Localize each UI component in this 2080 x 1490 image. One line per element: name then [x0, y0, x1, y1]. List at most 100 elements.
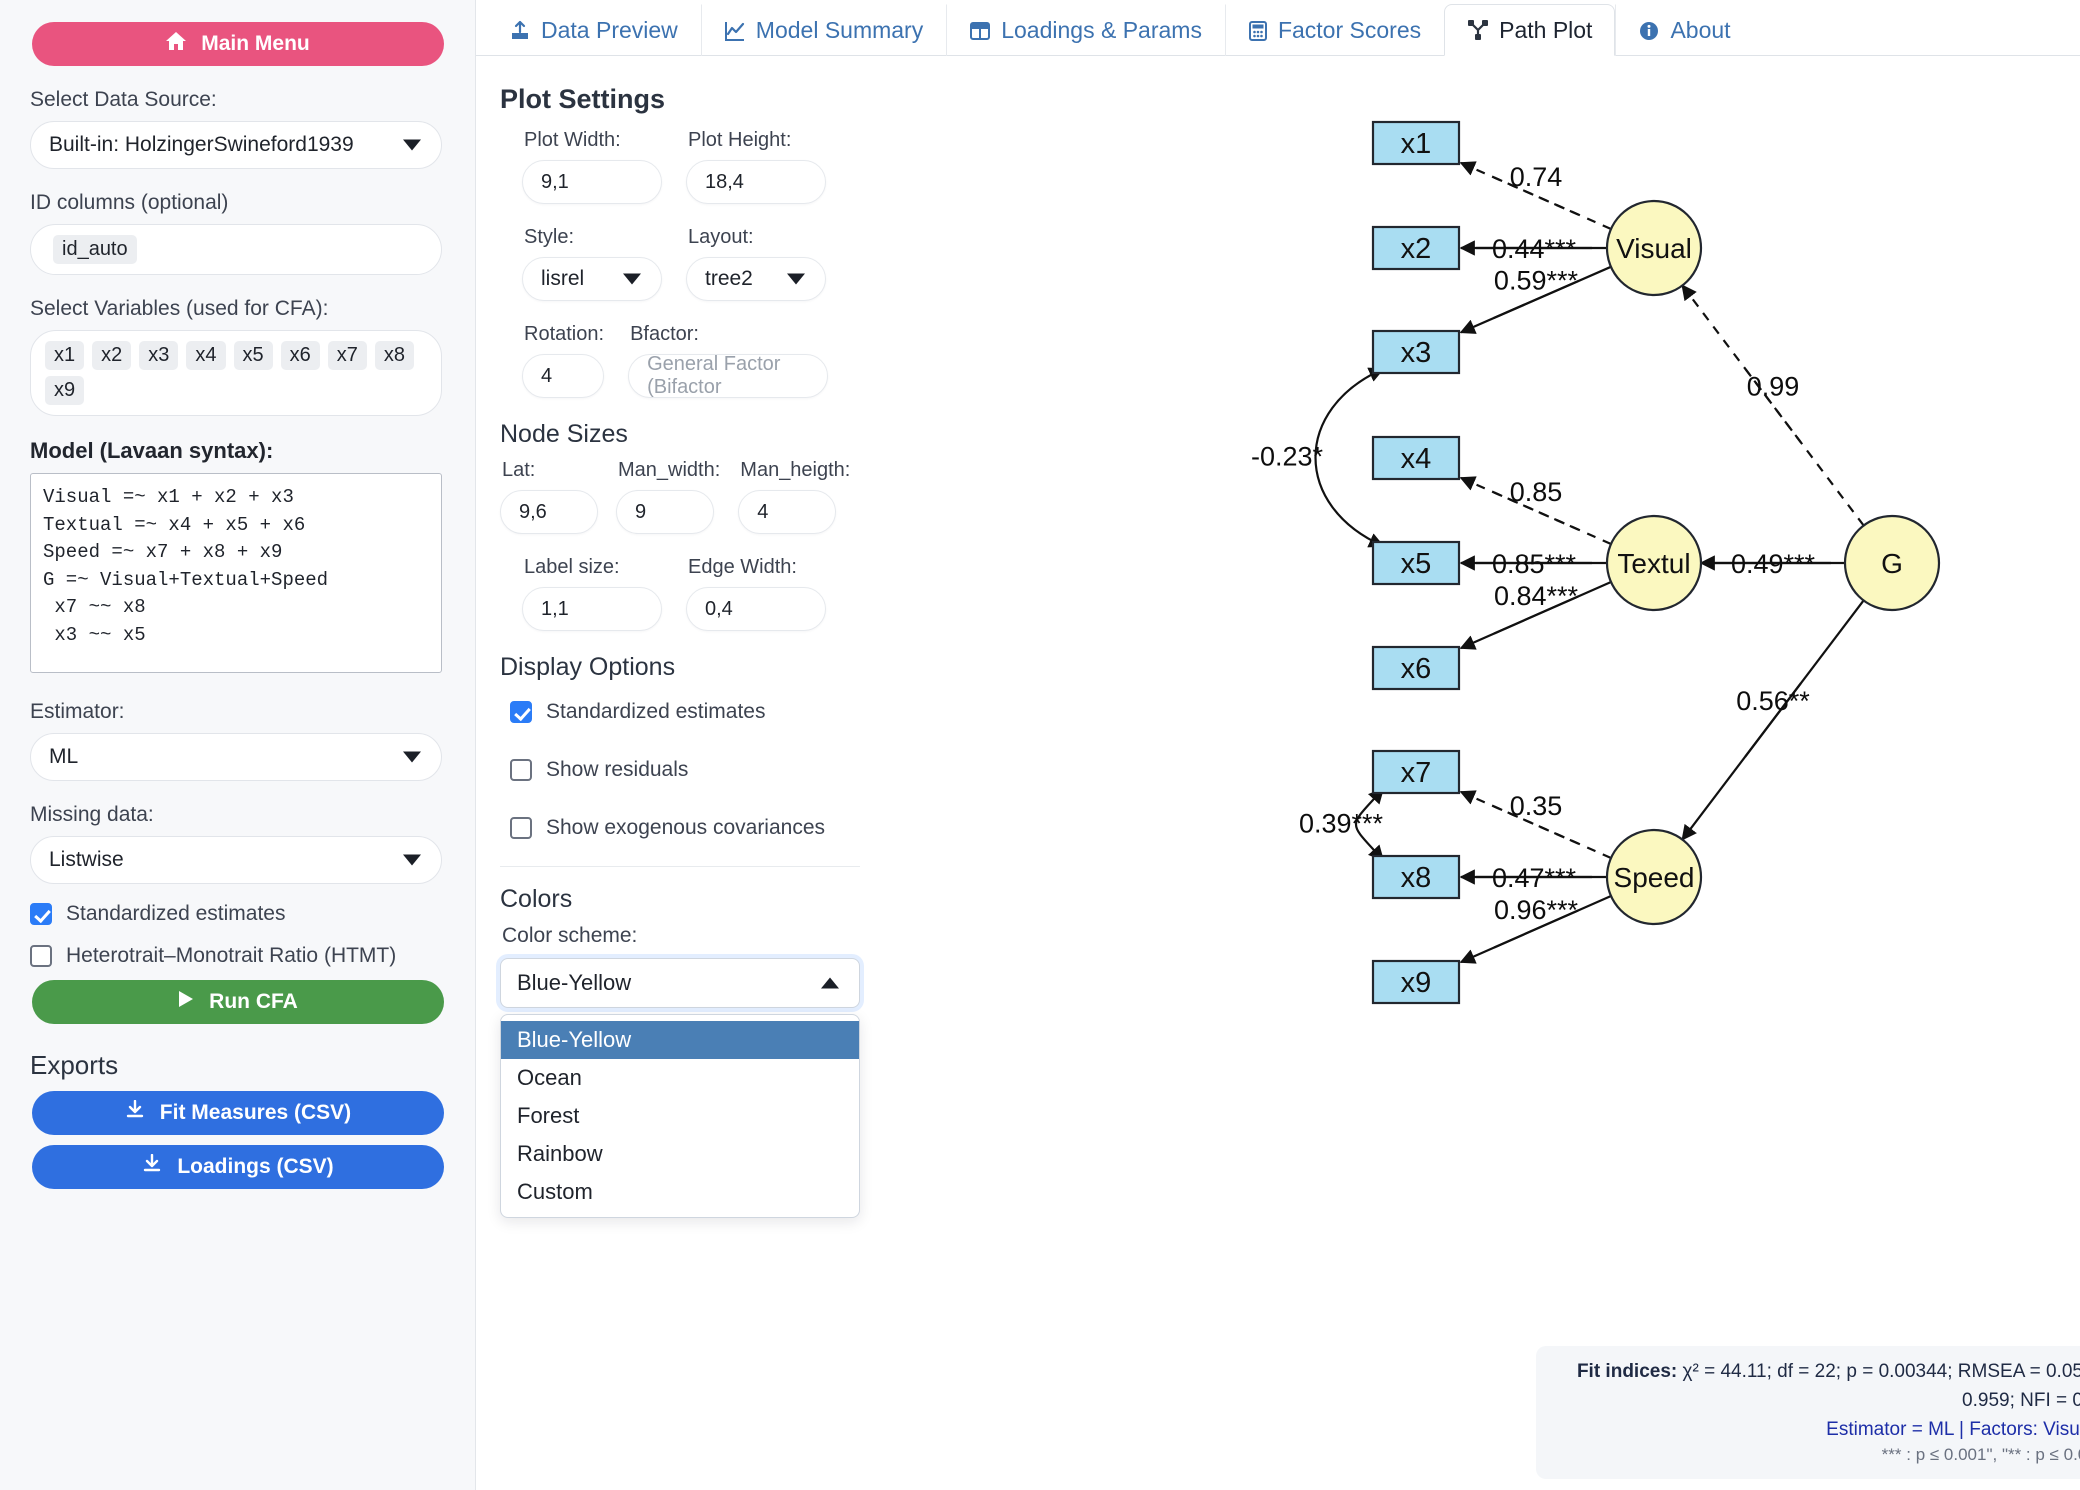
man-height-input[interactable]: 4 [738, 490, 837, 534]
tab-loadings-params[interactable]: Loadings & Params [946, 4, 1225, 56]
id-columns-input[interactable]: id_auto [30, 224, 442, 275]
missing-data-label: Missing data: [30, 803, 154, 826]
latent-node-label: G [1881, 548, 1903, 579]
bfactor-input[interactable]: General Factor (Bifactor [628, 353, 829, 398]
tab-about[interactable]: About [1615, 4, 1753, 56]
tab-factor-scores[interactable]: Factor Scores [1224, 4, 1444, 56]
manifest-node-x1[interactable]: x1 [1371, 120, 1461, 166]
opt-residuals-row[interactable]: Show residuals [510, 758, 876, 782]
path-edge [1681, 682, 1802, 841]
edge-label: 0.99 [1747, 372, 1800, 402]
manifest-node-x8[interactable]: x8 [1371, 854, 1461, 900]
manifest-node-label: x9 [1401, 967, 1432, 999]
manifest-node-x6[interactable]: x6 [1371, 645, 1461, 691]
variable-token[interactable]: x8 [374, 341, 414, 370]
plot-height-input[interactable]: 18,4 [686, 160, 826, 204]
variable-token[interactable]: x9 [45, 376, 85, 405]
lat-input[interactable]: 9,6 [500, 490, 598, 534]
colors-title: Colors [500, 885, 573, 913]
edge-label: 0.49*** [1731, 549, 1816, 579]
export-loadings-button[interactable]: Loadings (CSV) [31, 1145, 444, 1189]
lat-label: Lat: [502, 459, 536, 481]
style-select[interactable]: lisrel [522, 257, 662, 301]
opt-exogenous-checkbox[interactable] [510, 817, 532, 839]
color-scheme-select[interactable]: Blue-Yellow [500, 958, 860, 1008]
chevron-down-icon [403, 751, 421, 763]
variable-token[interactable]: x5 [233, 341, 273, 370]
latent-node-label: Speed [1614, 862, 1695, 893]
manifest-node-x7[interactable]: x7 [1371, 749, 1461, 795]
download-icon [124, 1099, 146, 1126]
htmt-row[interactable]: Heterotrait–Monotrait Ratio (HTMT) [30, 944, 445, 968]
main-menu-button[interactable]: Main Menu [31, 22, 444, 66]
chevron-down-icon [787, 273, 805, 285]
tab-data-preview[interactable]: Data Preview [486, 4, 701, 56]
manifest-node-x5[interactable]: x5 [1371, 540, 1461, 586]
estimator-value: ML [49, 745, 79, 768]
path-edge [1681, 284, 1802, 443]
settings-divider [500, 866, 860, 867]
edge-label: 0.56** [1736, 686, 1810, 716]
color-scheme-option-ocean[interactable]: Ocean [517, 1065, 582, 1090]
htmt-label: Heterotrait–Monotrait Ratio (HTMT) [66, 944, 397, 967]
plot-width-label: Plot Width: [524, 129, 621, 151]
color-scheme-option-rainbow[interactable]: Rainbow [517, 1141, 603, 1166]
opt-residuals-checkbox[interactable] [510, 759, 532, 781]
standardized-estimates-row[interactable]: Standardized estimates [30, 902, 445, 926]
export-fit-measures-label: Fit Measures (CSV) [159, 1101, 352, 1124]
opt-exogenous-row[interactable]: Show exogenous covariances [510, 816, 876, 840]
variable-token[interactable]: x2 [92, 341, 132, 370]
layout-select[interactable]: tree2 [686, 257, 826, 301]
calculator-icon [1248, 20, 1268, 42]
opt-standardized-checkbox[interactable] [510, 701, 532, 723]
htmt-checkbox[interactable] [30, 945, 52, 967]
covariance-label: 0.39*** [1299, 809, 1384, 839]
label-size-input[interactable]: 1,1 [522, 587, 662, 631]
variable-token[interactable]: x3 [139, 341, 179, 370]
id-token[interactable]: id_auto [53, 235, 137, 264]
export-fit-measures-button[interactable]: Fit Measures (CSV) [31, 1091, 444, 1135]
plot-width-input[interactable]: 9,1 [522, 160, 662, 204]
variable-token[interactable]: x1 [45, 341, 85, 370]
edge-label: 0.44*** [1492, 234, 1577, 264]
missing-data-select[interactable]: Listwise [30, 836, 442, 884]
edge-label: 0.96*** [1494, 895, 1579, 925]
rotation-input[interactable]: 4 [522, 354, 604, 398]
color-scheme-option-blue-yellow[interactable]: Blue-Yellow [501, 1021, 859, 1059]
color-scheme-option-custom[interactable]: Custom [517, 1179, 593, 1204]
opt-residuals-label: Show residuals [546, 758, 689, 781]
play-icon [177, 989, 195, 1015]
covariance-label: -0.23* [1251, 442, 1324, 472]
run-cfa-label: Run CFA [209, 990, 298, 1013]
latent-node-G[interactable]: G [1843, 514, 1941, 612]
home-icon [165, 31, 187, 57]
latent-node-Textual[interactable]: Textul [1605, 514, 1703, 612]
chevron-up-icon [821, 977, 839, 989]
model-syntax-textarea[interactable] [30, 473, 442, 673]
edge-width-input[interactable]: 0,4 [686, 587, 826, 631]
manifest-node-x4[interactable]: x4 [1371, 435, 1461, 481]
standardized-estimates-checkbox[interactable] [30, 903, 52, 925]
estimator-select[interactable]: ML [30, 733, 442, 781]
edge-label: 0.84*** [1494, 581, 1579, 611]
color-scheme-option-forest[interactable]: Forest [517, 1103, 580, 1128]
manifest-node-label: x2 [1401, 233, 1432, 265]
man-width-input[interactable]: 9 [616, 490, 714, 534]
variables-input[interactable]: x1 x2 x3 x4 x5 x6 x7 x8 x9 [30, 330, 442, 416]
variable-token[interactable]: x4 [186, 341, 226, 370]
latent-node-Visual[interactable]: Visual [1605, 199, 1703, 297]
edge-label: 0.74 [1510, 162, 1563, 192]
tab-model-summary[interactable]: Model Summary [700, 4, 946, 56]
variable-token[interactable]: x6 [280, 341, 320, 370]
manifest-node-x2[interactable]: x2 [1371, 225, 1461, 271]
tab-label: Factor Scores [1277, 17, 1422, 43]
manifest-node-x3[interactable]: x3 [1371, 329, 1461, 375]
latent-node-Speed[interactable]: Speed [1605, 828, 1703, 926]
manifest-node-x9[interactable]: x9 [1371, 959, 1461, 1005]
data-source-select[interactable]: Built-in: HolzingerSwineford1939 [30, 121, 442, 169]
opt-standardized-row[interactable]: Standardized estimates [510, 700, 876, 724]
tab-path-plot[interactable]: Path Plot [1444, 4, 1616, 56]
run-cfa-button[interactable]: Run CFA [31, 980, 444, 1024]
variable-token[interactable]: x7 [327, 341, 367, 370]
